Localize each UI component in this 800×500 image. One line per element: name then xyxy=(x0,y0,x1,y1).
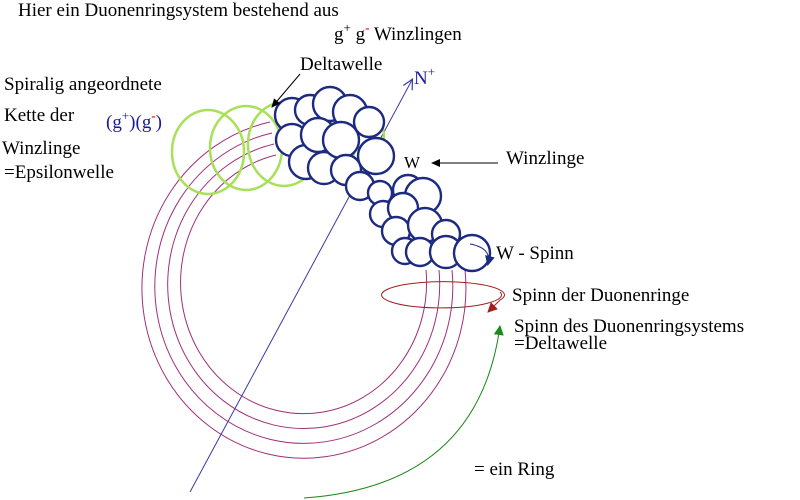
ring-spin-arrow xyxy=(381,281,505,313)
g-plus-base: g xyxy=(334,24,344,45)
ring-arc-4 xyxy=(180,154,428,415)
g-plus-sup: + xyxy=(343,20,351,35)
duonenring-arcs xyxy=(141,121,467,459)
winzling xyxy=(356,136,396,176)
epsilonwelle-label: =Epsilonwelle xyxy=(4,162,114,183)
chain-sup-minus: - xyxy=(151,108,156,123)
g-minus-sup: - xyxy=(365,20,370,35)
winzling-circles xyxy=(273,85,492,273)
winzling xyxy=(352,105,386,139)
winzlinge-left-label: Winzlinge xyxy=(2,138,81,159)
chain-open: (g xyxy=(106,112,122,133)
deltawelle-pointer xyxy=(271,73,301,108)
ein-ring-label: = ein Ring xyxy=(474,459,555,480)
w-spinn-arrow xyxy=(469,243,495,266)
winzling xyxy=(321,120,361,160)
ring-arc-3 xyxy=(167,143,441,429)
chain-close: ) xyxy=(155,112,162,133)
chain-formula: (g+)(g-) xyxy=(106,109,162,134)
deltawelle-label: Deltawelle xyxy=(300,54,383,75)
ring-arc-1 xyxy=(141,121,467,459)
g-minus-base: g xyxy=(355,24,366,45)
kette-der-label: Kette der xyxy=(4,105,75,126)
chain-sup-plus: + xyxy=(121,108,130,123)
deltawelle-eq-label: =Deltawelle xyxy=(514,333,608,354)
chain-mid: )(g xyxy=(129,112,152,133)
spiral-loop-2 xyxy=(208,104,284,192)
spinn-duonenringe-label: Spinn der Duonenringe xyxy=(512,285,690,306)
n-plus-label: N+ xyxy=(414,65,435,90)
winzlinge-right-label: Winzlinge xyxy=(506,148,585,169)
n-sup: + xyxy=(427,64,436,79)
n-base: N xyxy=(414,68,428,89)
g-plus-g-minus: g+ g- Winzlingen xyxy=(334,21,462,46)
w-spinn-label: W - Spinn xyxy=(496,243,574,264)
title-line: Hier ein Duonenringsystem bestehend aus xyxy=(18,0,339,21)
spiralig-label: Spiralig angeordnete xyxy=(4,74,162,95)
w-small-label: W xyxy=(404,153,421,172)
spinn-system-label: Spinn des Duonenringsystems xyxy=(514,316,745,337)
spiral-loop-1 xyxy=(170,108,246,196)
ring-arc-2 xyxy=(154,132,454,444)
system-spin-arrow xyxy=(303,325,504,499)
winzlingen-label: Winzlingen xyxy=(373,24,462,45)
winzling xyxy=(452,233,492,273)
